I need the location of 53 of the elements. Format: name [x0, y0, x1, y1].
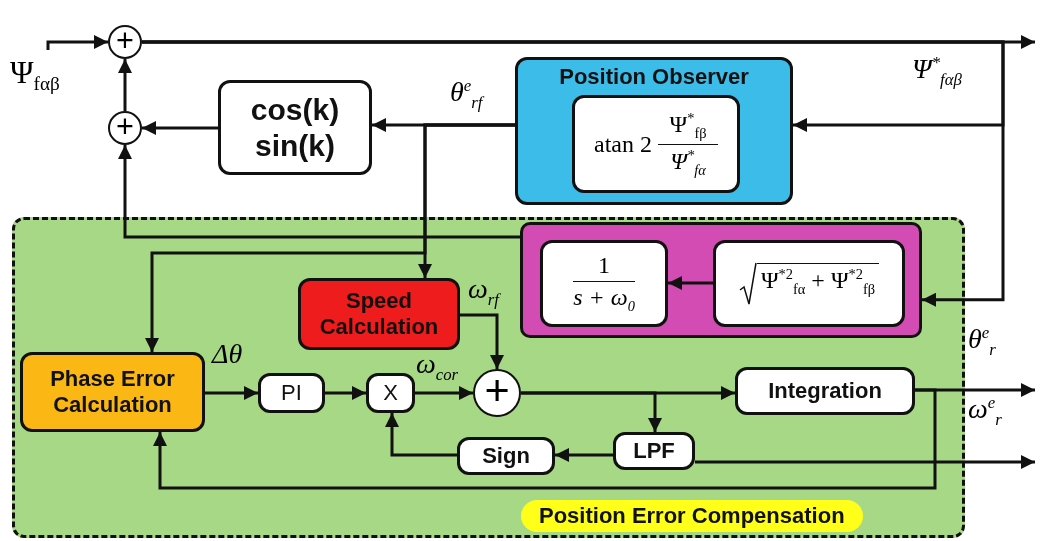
box-shape: [520, 222, 922, 338]
group-box: [515, 57, 793, 205]
signal-label: Ψ$_{fαβ}$: [10, 55, 60, 95]
arrow: [205, 386, 258, 400]
arrow: [142, 121, 218, 135]
plus-sign: +: [484, 369, 510, 413]
arrow: [46, 35, 108, 50]
arrow: [695, 455, 1035, 469]
process-box: [613, 432, 695, 470]
process-box: [258, 373, 325, 413]
group-title: Position Observer: [559, 64, 749, 91]
group-title: Position Error Compensation: [521, 499, 863, 532]
summing-junction: [473, 369, 521, 417]
arrow: [325, 386, 366, 400]
arrow: [118, 59, 132, 111]
edge-label: ω$_{cor}$: [416, 350, 459, 384]
arrow: [415, 386, 473, 400]
block-label: Speed Calculation: [318, 287, 440, 341]
arrow: [385, 413, 457, 457]
summing-junction: [108, 111, 142, 145]
process-box: [366, 373, 415, 413]
block-label: Sign: [481, 442, 531, 470]
arrow: [668, 276, 713, 290]
process-box: [735, 367, 915, 415]
summing-junction: [108, 25, 142, 59]
plus-sign: +: [116, 24, 134, 56]
block-label: Integration: [767, 377, 883, 405]
arrow: [118, 145, 520, 239]
edge-label: Δθ: [212, 340, 243, 368]
arrow: [145, 123, 515, 352]
block-label: X: [382, 379, 399, 407]
block-label: LPF: [632, 437, 676, 465]
block-label: PI: [280, 379, 303, 407]
arrow: [142, 40, 1005, 307]
arrow: [555, 448, 613, 462]
group-region: [12, 217, 965, 538]
edge-label: ω$_{rf}$: [468, 275, 499, 309]
arrow: [521, 391, 662, 432]
formula-text: atan 2: [594, 130, 652, 158]
block-label: Phase Error Calculation: [49, 365, 176, 419]
block-label: cos(k) sin(k): [249, 91, 341, 164]
denominator: s + ω$_{0}$: [573, 284, 635, 315]
numerator: 1: [598, 252, 610, 280]
plus-sign: +: [116, 110, 134, 142]
arrow: [460, 313, 504, 369]
process-box: [20, 352, 205, 432]
process-box: [218, 80, 372, 175]
process-box: [298, 278, 460, 350]
formula-box: [540, 240, 668, 327]
arrow: [153, 388, 937, 490]
formula-box: [713, 240, 905, 327]
process-box: [457, 437, 555, 475]
formula-box: [572, 95, 740, 193]
